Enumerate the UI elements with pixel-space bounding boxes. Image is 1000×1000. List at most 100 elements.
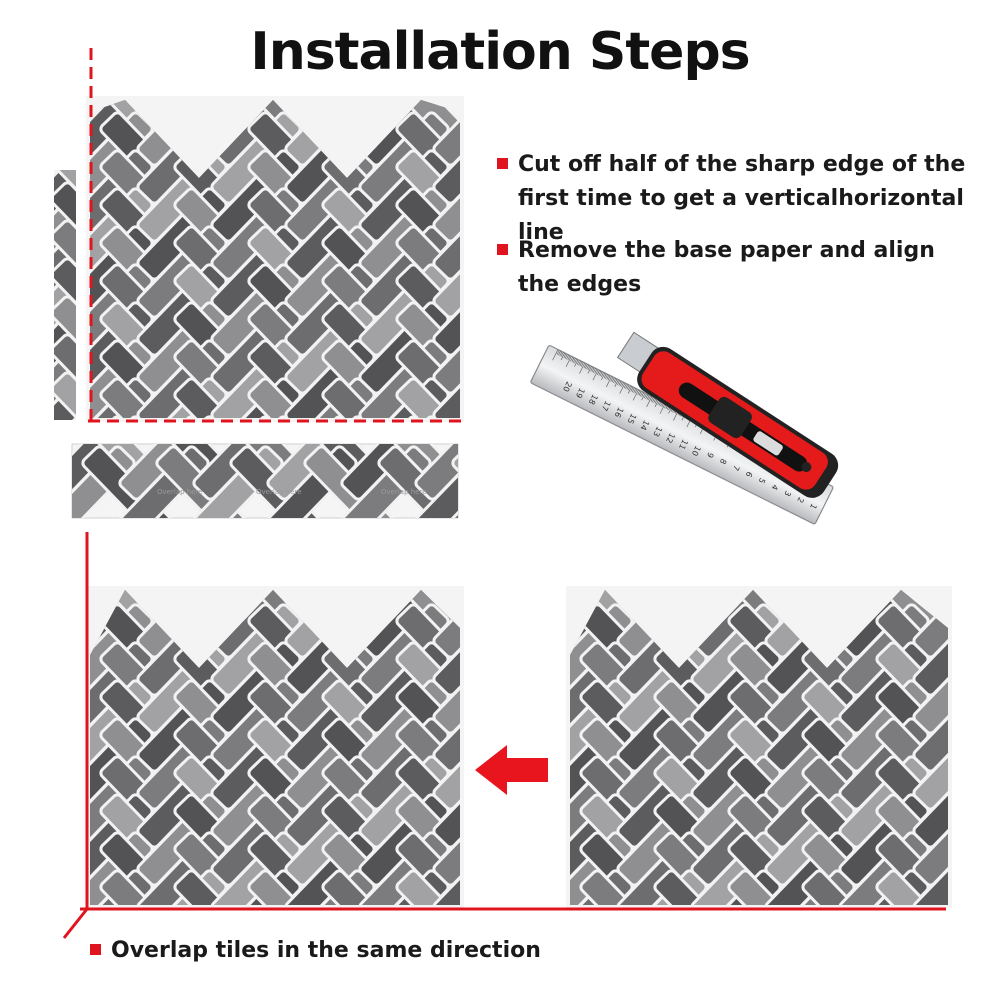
- herringbone-tile: [451, 445, 458, 518]
- arrow-left-icon: [475, 745, 548, 795]
- herringbone-tile: [579, 869, 671, 905]
- herringbone-tile: [469, 111, 561, 205]
- herringbone-tile: [469, 793, 561, 887]
- step-line: first time to get a verticalhorizontal l…: [518, 186, 964, 245]
- herringbone-tile: [432, 187, 460, 281]
- overlap-label: Overlap here: [256, 488, 302, 496]
- herringbone-tile: [432, 603, 460, 697]
- herringbone-tile: [949, 717, 1000, 811]
- herringbone-tile: [912, 679, 948, 773]
- ruler-number: 5: [757, 476, 767, 485]
- herringbone-tile: [949, 565, 1000, 659]
- herringbone-tile: [949, 831, 1000, 925]
- herringbone-tile: [54, 257, 76, 351]
- herringbone-tile: [469, 187, 561, 281]
- herringbone-tile: [414, 444, 458, 501]
- ruler-number: 17: [600, 399, 613, 412]
- herringbone-tile: [432, 149, 460, 243]
- overlap-label: Overlap here: [157, 488, 203, 496]
- herringbone-tile: [432, 100, 460, 167]
- page-title: Installation Steps: [250, 22, 750, 82]
- herringbone-tile: [54, 333, 76, 420]
- utility-knife-icon: [616, 331, 839, 498]
- ruler-number: 16: [612, 406, 625, 419]
- ruler-number: 20: [561, 380, 574, 393]
- herringbone-tile: [432, 717, 460, 811]
- herringbone-tile: [875, 869, 948, 905]
- bullet-square-icon: [497, 158, 508, 169]
- herringbone-tile: [451, 444, 458, 501]
- herringbone-tile: [432, 111, 460, 205]
- overlap-label: Overlap here: [381, 488, 427, 496]
- herringbone-tile: [949, 679, 1000, 773]
- ruler-number: 1: [808, 502, 818, 511]
- herringbone-tile: [54, 295, 76, 389]
- ruler-number: 3: [782, 489, 792, 498]
- herringbone-tile: [912, 793, 948, 887]
- herringbone-tile: [432, 263, 460, 357]
- herringbone-tile: [173, 869, 265, 905]
- step-line: Remove the base paper and align: [518, 238, 935, 263]
- herringbone-tile: [321, 869, 413, 905]
- tile-panel-bottom-right: [566, 565, 1000, 963]
- step-line: Cut off half of the sharp edge of the: [518, 152, 966, 177]
- ruler-number: 14: [638, 419, 651, 432]
- step-line: Overlap tiles in the same direction: [111, 938, 541, 963]
- tile-panel-top: [86, 96, 561, 509]
- herringbone-tile: [469, 603, 561, 697]
- left-edge-cutoff: [54, 170, 76, 420]
- herringbone-tile: [414, 445, 458, 518]
- ruler-number: 6: [744, 470, 754, 479]
- herringbone-tile: [54, 181, 76, 275]
- herringbone-tile: [99, 869, 191, 905]
- step-remove-paper: Remove the base paper and align the edge…: [497, 234, 935, 302]
- herringbone-tile: [432, 590, 460, 659]
- ruler-number: 8: [718, 457, 728, 466]
- herringbone-tile: [432, 225, 460, 319]
- herringbone-tile: [432, 831, 460, 905]
- herringbone-tile: [912, 755, 948, 849]
- herringbone-tile: [432, 679, 460, 773]
- herringbone-tile: [949, 641, 1000, 735]
- ruler-number: 2: [795, 496, 805, 505]
- step-overlap: Overlap tiles in the same direction: [90, 934, 541, 968]
- herringbone-tile: [469, 225, 561, 319]
- herringbone-tile: [949, 869, 1000, 963]
- herringbone-tile: [247, 869, 339, 905]
- herringbone-tile: [432, 641, 460, 735]
- ruler-number: 4: [769, 483, 779, 492]
- herringbone-tile: [54, 371, 76, 420]
- herringbone-tile: [469, 149, 561, 243]
- step-line: the edges: [518, 272, 642, 297]
- bullet-square-icon: [497, 244, 508, 255]
- herringbone-tile: [469, 415, 561, 509]
- herringbone-tile: [912, 603, 948, 697]
- herringbone-tile: [54, 371, 76, 420]
- herringbone-tile: [949, 793, 1000, 887]
- herringbone-tile: [432, 339, 460, 418]
- herringbone-tile: [432, 301, 460, 395]
- herringbone-tile: [395, 869, 460, 905]
- herringbone-tile: [653, 869, 745, 905]
- herringbone-tile: [432, 793, 460, 887]
- tile-panel-bottom-left: [86, 586, 561, 925]
- ruler-number: 11: [677, 438, 690, 451]
- ruler-number: 12: [664, 431, 677, 444]
- herringbone-tile: [469, 831, 561, 925]
- herringbone-tile: [949, 603, 1000, 697]
- ruler-number: 7: [731, 464, 741, 473]
- herringbone-tile: [912, 717, 948, 811]
- herringbone-tile: [912, 590, 948, 659]
- herringbone-tile: [912, 641, 948, 735]
- bullet-square-icon: [90, 944, 101, 955]
- ruler-number: 10: [690, 444, 703, 457]
- ruler-number: 9: [705, 451, 715, 460]
- ruler-number: 18: [587, 393, 600, 406]
- ruler-number: 13: [651, 425, 664, 438]
- herringbone-tile: [727, 869, 819, 905]
- herringbone-tile: [912, 831, 948, 905]
- cut-strip: Overlap here Overlap here Overlap here: [71, 443, 459, 519]
- herringbone-tile: [469, 263, 561, 357]
